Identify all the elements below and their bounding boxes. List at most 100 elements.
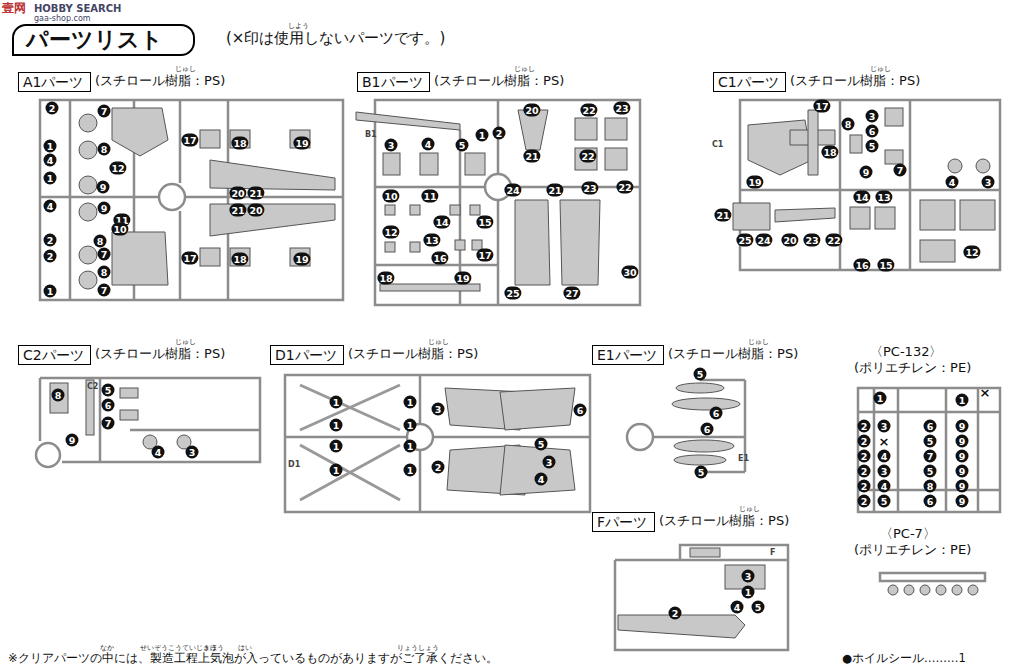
note-text: (×印は使用しないパーツです。) <box>226 30 445 47</box>
runner-tag: E1 <box>738 454 749 463</box>
material-text: (スチロール樹脂：PS) <box>659 514 789 529</box>
runner-tag: B1 <box>365 130 377 139</box>
callout-number: 16 <box>431 252 448 265</box>
section-name: C2パーツ <box>23 347 84 363</box>
material-text: (スチロール樹脂：PS) <box>95 347 225 362</box>
callout-number: 2 <box>858 435 871 448</box>
callout-number: 6 <box>710 407 723 420</box>
callout-number: 17 <box>813 100 830 113</box>
callout-number: 7 <box>98 105 111 118</box>
section-tab: C1パーツ <box>713 72 786 92</box>
callout-number: 16 <box>853 259 870 272</box>
callout-number: 9 <box>97 181 110 194</box>
furigana: しよう <box>288 22 309 30</box>
material-text: (スチロール樹脂：PS) <box>95 74 225 89</box>
callout-number: 8 <box>98 143 111 156</box>
callout-number: 6 <box>924 495 937 508</box>
runner-tag: C1 <box>712 140 723 149</box>
watermark: 壹网 <box>2 2 26 16</box>
section-name: A1パーツ <box>23 74 83 90</box>
callout-number: 2 <box>858 450 871 463</box>
callout-number: 3 <box>186 446 199 459</box>
runner-tag: D1 <box>288 460 300 469</box>
callout-number: 12 <box>109 162 126 175</box>
callout-number: 25 <box>736 234 753 247</box>
callout-number: 17 <box>476 249 493 262</box>
callout-number: 1 <box>404 440 417 453</box>
section-name: C1パーツ <box>718 74 779 90</box>
callout-number: 4 <box>535 473 548 486</box>
callout-number: 7 <box>102 417 115 430</box>
callout-number: 13 <box>875 191 892 204</box>
callout-number: 5 <box>102 384 115 397</box>
callout-number: 12 <box>382 226 399 239</box>
callout-number: 1 <box>874 392 887 405</box>
callout-number: 7 <box>98 284 111 297</box>
furigana: じゅし <box>514 65 535 73</box>
callout-number: 19 <box>746 176 763 189</box>
watermark: HOBBY SEARCH <box>34 3 121 15</box>
callout-number: 7 <box>924 450 937 463</box>
furigana: きほう <box>203 644 224 652</box>
section-tab: D1パーツ <box>270 345 344 365</box>
callout-number: 15 <box>476 216 493 229</box>
callout-number: 7 <box>894 164 907 177</box>
callout-number: 1 <box>404 396 417 409</box>
furigana: はい <box>238 644 252 652</box>
callout-number: 3 <box>543 456 556 469</box>
callout-number: 9 <box>956 435 969 448</box>
callout-number: 2 <box>44 234 57 247</box>
callout-number: 17 <box>181 252 198 265</box>
section-tab: A1パーツ <box>18 72 91 92</box>
callout-number: 14 <box>853 191 870 204</box>
callout-number: 21 <box>247 187 264 200</box>
callout-number: 2 <box>44 250 57 263</box>
callout-number: 18 <box>231 253 248 266</box>
callout-number: 6 <box>574 404 587 417</box>
callout-number: 4 <box>731 601 744 614</box>
callout-number: 4 <box>152 446 165 459</box>
callout-number: 4 <box>44 200 57 213</box>
callout-number: 22 <box>580 104 597 117</box>
callout-number: 2 <box>669 607 682 620</box>
callout-number: 9 <box>956 450 969 463</box>
callout-number: 5 <box>752 601 765 614</box>
callout-number: 4 <box>878 480 891 493</box>
callout-number: 13 <box>423 234 440 247</box>
callout-number: 1 <box>476 129 489 142</box>
furigana: りょうしょう <box>397 644 439 652</box>
callout-number: 30 <box>621 266 638 279</box>
callout-number: 1 <box>956 394 969 407</box>
callout-number: 11 <box>421 190 438 203</box>
callout-number: 5 <box>924 435 937 448</box>
callout-number: 12 <box>963 246 980 259</box>
callout-number: 4 <box>44 154 57 167</box>
material-text: (スチロール樹脂：PS) <box>434 74 564 89</box>
callout-number: 22 <box>579 150 596 163</box>
section-tab: C2パーツ <box>18 345 91 365</box>
callout-number: 2 <box>858 495 871 508</box>
furigana: じゅし <box>870 65 891 73</box>
callout-number: 22 <box>825 234 842 247</box>
callout-number: 18 <box>377 272 394 285</box>
callout-number: 2 <box>493 127 506 140</box>
callout-number: 19 <box>293 253 310 266</box>
callout-number: 18 <box>821 146 838 159</box>
callout-number: 3 <box>982 176 995 189</box>
runner-tag: F <box>770 548 775 557</box>
callout-number: 21 <box>229 204 246 217</box>
callout-number: 20 <box>523 104 540 117</box>
callout-number: 1 <box>44 285 57 298</box>
callout-number: 1 <box>330 396 343 409</box>
callout-number: 5 <box>866 140 879 153</box>
callout-number: 2 <box>858 420 871 433</box>
callout-number: 1 <box>742 586 755 599</box>
section-name: D1パーツ <box>275 347 337 363</box>
callout-number: 1 <box>404 419 417 432</box>
callout-number: 2 <box>858 480 871 493</box>
callout-number: 24 <box>504 184 521 197</box>
callout-number: 1 <box>404 464 417 477</box>
unused-mark: × <box>980 386 991 399</box>
callout-number: 14 <box>433 216 450 229</box>
